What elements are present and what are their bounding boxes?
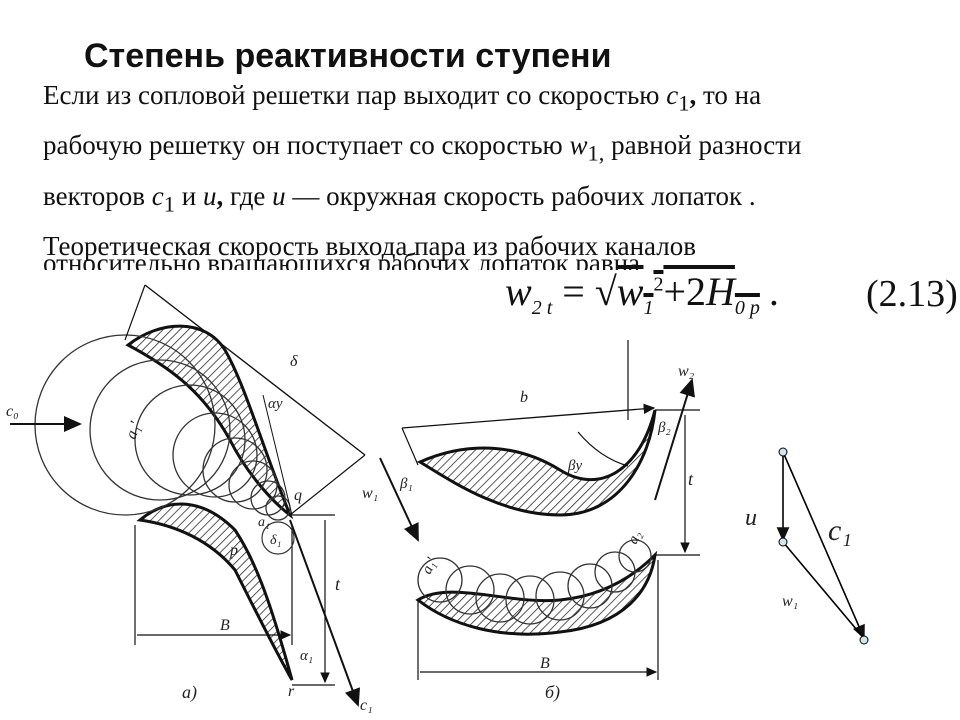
body-line-4: Теоретическая скорость выхода пара из ра… bbox=[43, 231, 696, 262]
label-a2: a₂ bbox=[625, 528, 645, 546]
triangle-vertex-mid bbox=[778, 537, 788, 547]
label-c1-left: c₁ bbox=[360, 697, 373, 714]
label-r: r bbox=[288, 683, 295, 700]
label-B-right: B bbox=[540, 655, 550, 672]
label-beta2: β₂ bbox=[657, 420, 671, 436]
label-b-right: b bbox=[520, 389, 528, 406]
label-q: q bbox=[294, 487, 302, 504]
body-line-3: векторов c1 и u, где u — окружная скорос… bbox=[43, 180, 756, 217]
nozzle-blade-lower bbox=[136, 502, 294, 681]
vector-w1 bbox=[782, 541, 863, 637]
label-c1-triangle: c₁ bbox=[828, 514, 852, 547]
label-beta1: β₁ bbox=[399, 476, 413, 492]
label-u: u bbox=[745, 505, 757, 531]
triangle-vertex-top bbox=[778, 447, 788, 457]
slide-title: Степень реактивности ступени bbox=[84, 36, 612, 75]
label-t-left: t bbox=[335, 574, 341, 594]
label-beta-y: βу bbox=[567, 458, 582, 474]
triangle-vertex-bottom bbox=[859, 635, 869, 645]
body-line-5-clipped: относительно вращающихся рабочих лопаток… bbox=[43, 248, 641, 270]
label-t-right: t bbox=[688, 469, 694, 489]
slide-body: Если из сопловой решетки пар выходит со … bbox=[43, 74, 943, 267]
label-b-caption: б) bbox=[545, 682, 560, 703]
body-line-2: рабочую решетку он поступает со скорость… bbox=[43, 130, 802, 166]
label-w1-triangle: w₁ bbox=[782, 593, 798, 610]
vector-c1 bbox=[782, 451, 865, 640]
label-delta1: δ₁ bbox=[270, 533, 281, 548]
label-a1-left: a₁' bbox=[123, 419, 145, 441]
label-a1-right: a₁' bbox=[419, 555, 441, 577]
label-p: p bbox=[229, 542, 238, 559]
label-alpha1: α₁ bbox=[300, 648, 313, 664]
velocity-triangle: u c₁ w₁ bbox=[745, 447, 869, 645]
body-line-1: Если из сопловой решетки пар выходит со … bbox=[43, 80, 762, 116]
label-w2: w₂ bbox=[678, 363, 695, 380]
label-a: а) bbox=[182, 682, 197, 703]
equation-number: (2.13) bbox=[866, 273, 958, 315]
label-c0: c₀ bbox=[6, 403, 19, 420]
label-w1-rotor: w₁ bbox=[362, 485, 378, 502]
nozzle-blade-upper bbox=[125, 324, 294, 520]
figure-b-rotor: b w₂ β₂ βу β₁ w₁ t a₁' a₂ B б) bbox=[362, 340, 700, 703]
label-alpha-y: αу bbox=[268, 396, 283, 412]
figure-a-nozzle: c₀ δ αу a₁' q a₁ δ₁ p B t α₁ r c₁ а) bbox=[6, 284, 373, 714]
rotor-blade-upper bbox=[416, 409, 657, 517]
label-b: δ bbox=[290, 353, 298, 370]
label-B-left: B bbox=[220, 617, 230, 634]
label-a1-throat: a₁ bbox=[258, 515, 270, 530]
formula-2-13: w2 t = √w12+2H0 р . bbox=[505, 269, 780, 319]
